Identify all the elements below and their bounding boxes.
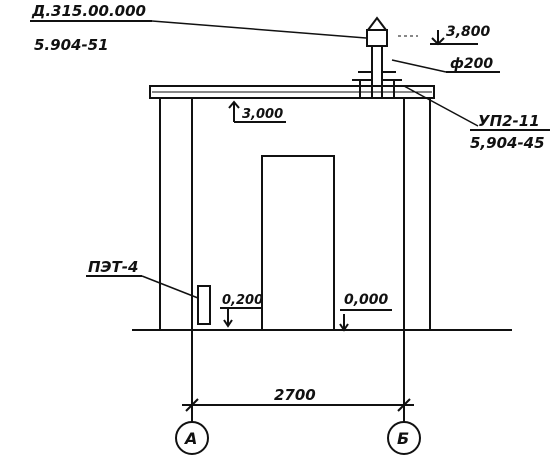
elev-floor-mark [339,309,392,332]
heater-label: ПЭТ-4 [88,258,138,276]
elev-heater-label: 0,200 [222,293,263,308]
building-walls [159,98,431,330]
elev-heater-mark [220,307,262,328]
axis-marker-a [175,421,209,455]
pipe-leader [391,59,447,73]
door [261,155,335,331]
heater-body [197,285,211,325]
dimension-label: 2700 [274,386,316,404]
roof-slab [149,85,435,99]
unit-leader [403,85,479,127]
elev-floor-label: 0,000 [344,292,389,308]
vent-cap [352,16,402,98]
ref-top-series-label: 5.904-51 [34,36,109,54]
axis-a-label: А [183,429,197,448]
unit-label: УП2-11 [478,112,540,130]
unit-series-label: 5,904-45 [470,134,545,152]
elev-ventcap-mark [398,30,478,46]
axis-b-label: Б [397,429,409,448]
ref-top-leader [151,20,367,39]
heater-leader [141,275,199,299]
axis-marker-b [387,421,421,455]
elev-roof-label: 3,000 [242,107,283,122]
pipe-diameter-label: ф200 [450,56,493,72]
elev-roof-mark [228,100,286,123]
elev-ventcap-label: 3,800 [446,24,491,40]
dimension-line [182,398,414,412]
ref-top-label: Д.315.00.000 [31,2,146,20]
